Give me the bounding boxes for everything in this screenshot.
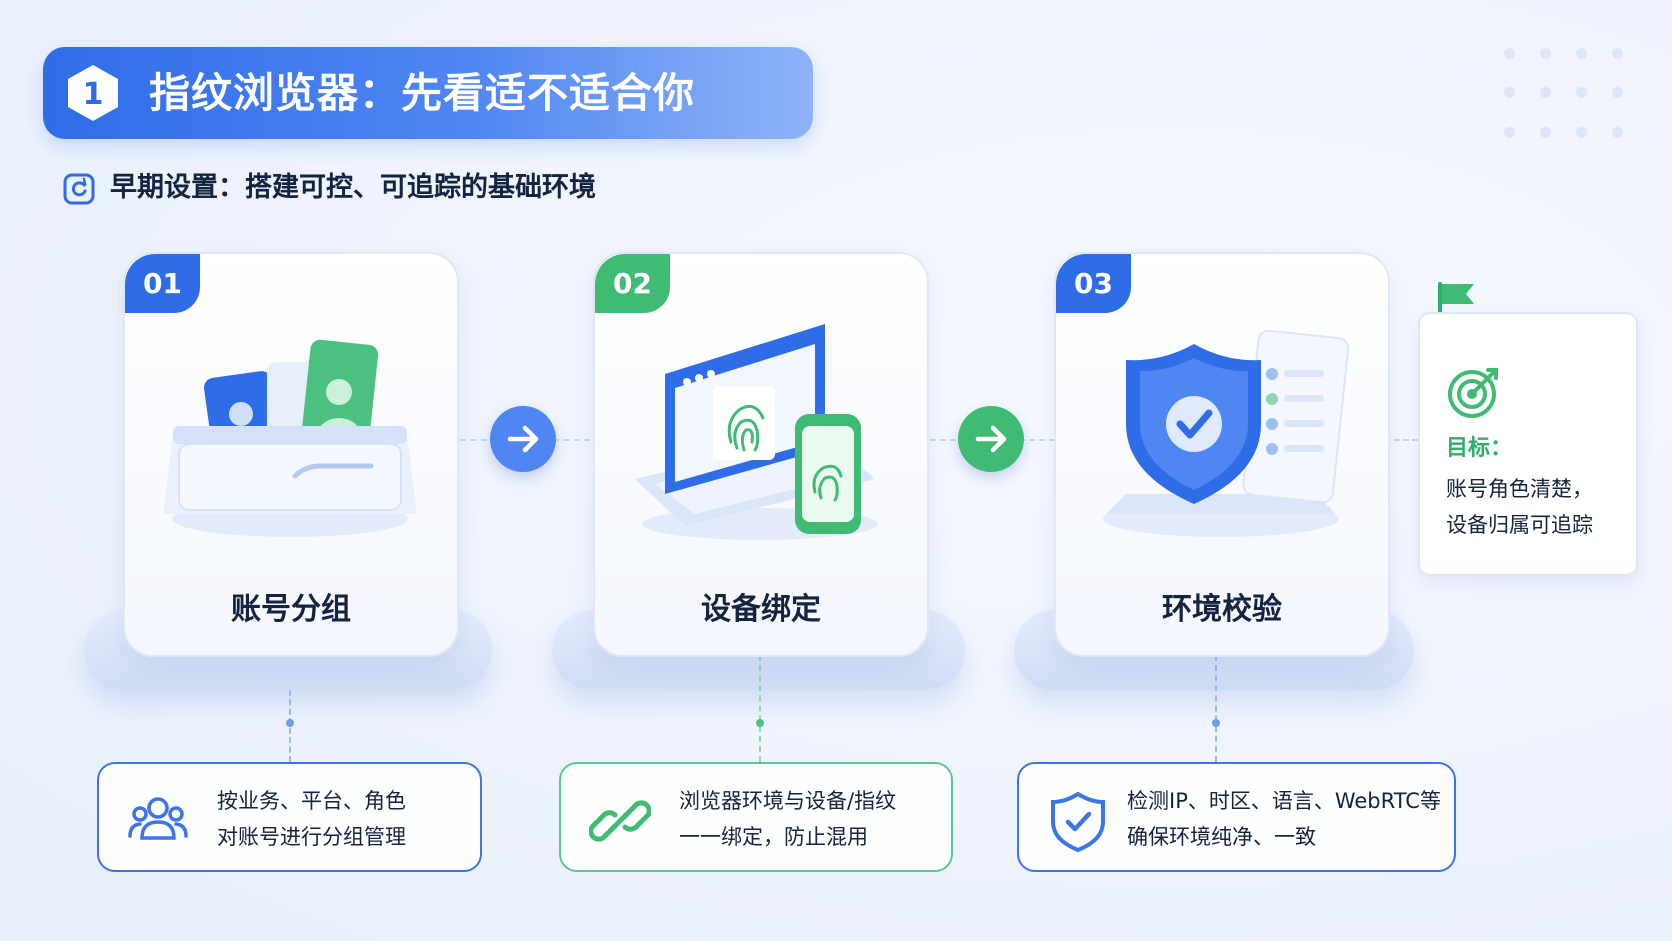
step-card-environment-check: 03 环境校验 [1054, 252, 1390, 657]
step-number: 03 [1056, 254, 1131, 313]
id-cards-box-illustration [163, 339, 417, 537]
detail-line: 对账号进行分组管理 [217, 825, 406, 849]
step-title: 设备绑定 [701, 592, 821, 627]
detail-line: 按业务、平台、角色 [217, 789, 406, 813]
step-card-account-grouping: 01 账号分组 [123, 252, 459, 657]
settings-refresh-icon [63, 173, 95, 205]
step-number: 01 [125, 254, 200, 313]
laptop-phone-fingerprint-illustration [635, 324, 878, 540]
detail-box-grouping: 按业务、平台、角色 对账号进行分组管理 [97, 762, 482, 872]
shield-check-icon [1051, 791, 1105, 852]
target-icon [1448, 368, 1498, 418]
detail-line: 检测IP、时区、语言、WebRTC等 [1127, 789, 1441, 813]
connector-dot [286, 719, 294, 727]
step-card-device-binding: 02 设备绑定 [593, 252, 929, 657]
hexagon-badge-icon: 1 [68, 65, 118, 121]
detail-box-binding: 浏览器环境与设备/指纹 一一绑定，防止混用 [559, 762, 953, 872]
goal-line: 设备归属可追踪 [1446, 513, 1593, 537]
connector-dot [756, 719, 764, 727]
arrow-right-icon [958, 406, 1024, 472]
step-title: 环境校验 [1162, 592, 1282, 627]
page-title: 指纹浏览器：先看适不适合你 [149, 69, 695, 117]
detail-line: 一一绑定，防止混用 [679, 825, 868, 849]
step-number: 02 [595, 254, 670, 313]
detail-line: 确保环境纯净、一致 [1127, 825, 1316, 849]
connector-line [1215, 655, 1217, 762]
connector-line [1376, 439, 1418, 441]
title-banner: 1 指纹浏览器：先看适不适合你 [43, 47, 813, 139]
goal-card: 目标： 账号角色清楚， 设备归属可追踪 [1418, 312, 1638, 576]
link-chain-icon [589, 800, 651, 842]
users-group-icon [128, 797, 188, 840]
badge-number: 1 [83, 77, 104, 112]
shield-checkmark-illustration [1103, 329, 1350, 537]
step-title: 账号分组 [231, 592, 351, 627]
arrow-right-icon [490, 406, 556, 472]
detail-line: 浏览器环境与设备/指纹 [679, 789, 897, 813]
connector-line [759, 655, 761, 762]
connector-dot [1212, 719, 1220, 727]
detail-box-check: 检测IP、时区、语言、WebRTC等 确保环境纯净、一致 [1017, 762, 1456, 872]
page-subtitle: 早期设置：搭建可控、可追踪的基础环境 [110, 172, 596, 203]
goal-line: 账号角色清楚， [1446, 477, 1593, 501]
goal-label: 目标： [1446, 436, 1513, 461]
